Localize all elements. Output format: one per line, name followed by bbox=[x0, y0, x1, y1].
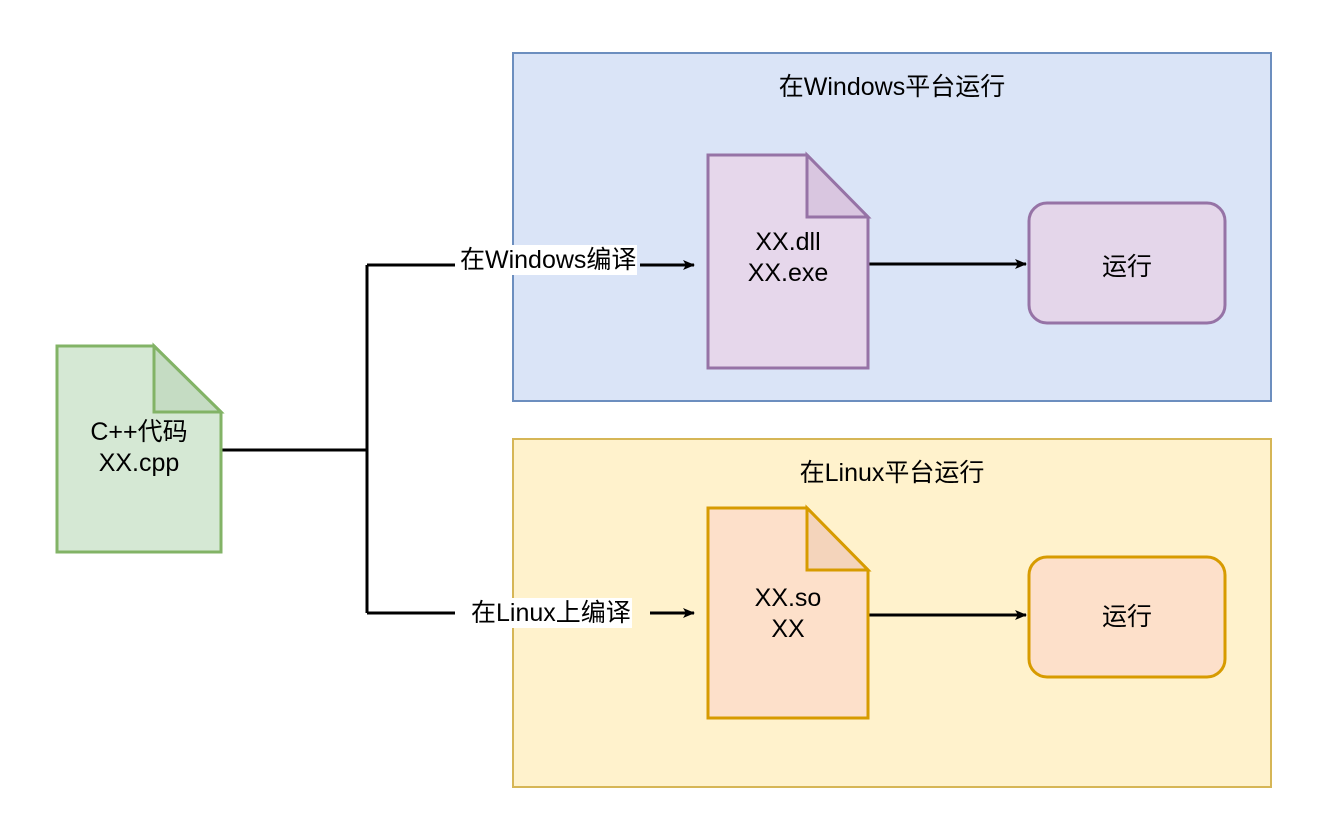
windows-artifact-document[interactable] bbox=[706, 151, 872, 370]
cpp-source-document[interactable] bbox=[55, 342, 225, 554]
linux-run-node[interactable] bbox=[1027, 555, 1227, 679]
linux-artifact-document[interactable] bbox=[706, 504, 872, 720]
branch-connector bbox=[222, 263, 455, 615]
windows-run-node[interactable] bbox=[1027, 201, 1227, 325]
edge-label-linux-compile: 在Linux上编译 bbox=[470, 598, 632, 628]
linux-container-title: 在Linux平台运行 bbox=[799, 459, 985, 487]
windows-container-title: 在Windows平台运行 bbox=[778, 73, 1006, 101]
edge-label-windows-compile: 在Windows编译 bbox=[459, 245, 638, 275]
